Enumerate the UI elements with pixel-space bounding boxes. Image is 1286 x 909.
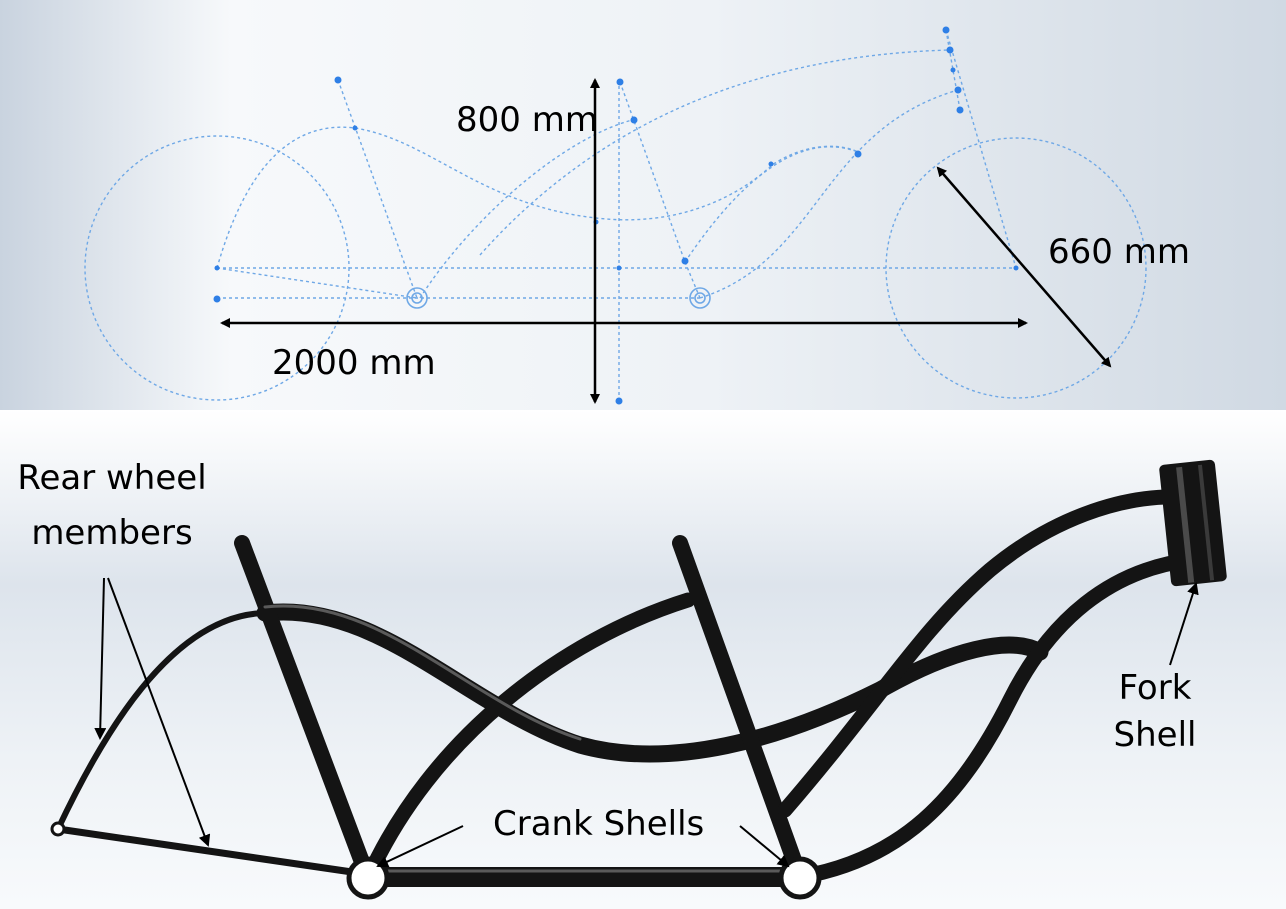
rear-seat-tube [234,535,376,886]
front-crank-marker [689,287,711,309]
upper-downtube-curve [479,49,951,256]
crank-shells-label: Crank Shells [493,804,705,844]
crank-shells [50,821,822,900]
rear-dropout [50,821,66,837]
top-wave-tube [256,603,1049,763]
fork-label-line2: Shell [1113,715,1197,756]
sketch-points [213,26,1019,405]
rear-diagonal-curve [419,119,633,299]
rear-member-arrow-2 [107,577,211,847]
lower-downtube-curve [699,89,959,299]
fork-shell [1159,459,1227,587]
rear-crank-shell [346,856,390,900]
fork-shell-label: Fork Shell [1100,668,1210,756]
frame-model-panel: Rear wheel members Crank Shells Fork She… [0,410,1286,909]
rear-stay-line [216,267,418,299]
rear-wheel-label-line1: Rear wheel [17,458,207,498]
dimension-arrows [220,78,1112,404]
frame-tubes [54,489,1198,887]
front-seat-tube-line [619,81,686,263]
wheel-diameter-arrow [936,166,1112,368]
frame-sketch-panel: 800 mm 2000 mm 660 mm [0,0,1286,410]
rear-crank-marker [406,287,428,309]
rear-seat-tube-line [337,79,418,299]
lower-down-tube [792,552,1198,885]
fork-label-line1: Fork [1118,668,1192,708]
fork-shell-line [945,29,961,111]
fork-shell-arrow [1169,582,1199,666]
crank-arrow-right [739,825,790,868]
rear-member-arrow-1 [94,577,107,740]
crank-arrow-left [376,825,464,868]
front-seat-tube [672,535,808,885]
wheel-diameter-label: 660 mm [1048,232,1190,272]
rear-wheel-label-line2: members [31,513,193,554]
upper-down-tube [777,489,1188,818]
sketch-background [0,0,1286,410]
rear-chain-stay-tube [54,825,356,876]
front-crank-marker-inner [694,292,706,304]
front-seat-tube-lower-line [684,261,701,299]
front-crank-shell [778,856,822,900]
length-dimension-label: 2000 mm [272,343,436,383]
crank-markers [406,287,711,309]
rear-crank-marker-inner [411,292,423,304]
frame-sketch-drawing [0,0,1286,410]
mid-connector-curve [684,146,859,263]
rear-upper-stay-tube [55,610,268,832]
callout-arrows [94,577,1199,868]
height-dimension-label: 800 mm [456,100,598,140]
model-background [0,410,1286,909]
rear-wheel-members-label: Rear wheel members [10,458,214,554]
frame-model-drawing [0,410,1286,909]
wave-tube-highlight [263,604,582,741]
